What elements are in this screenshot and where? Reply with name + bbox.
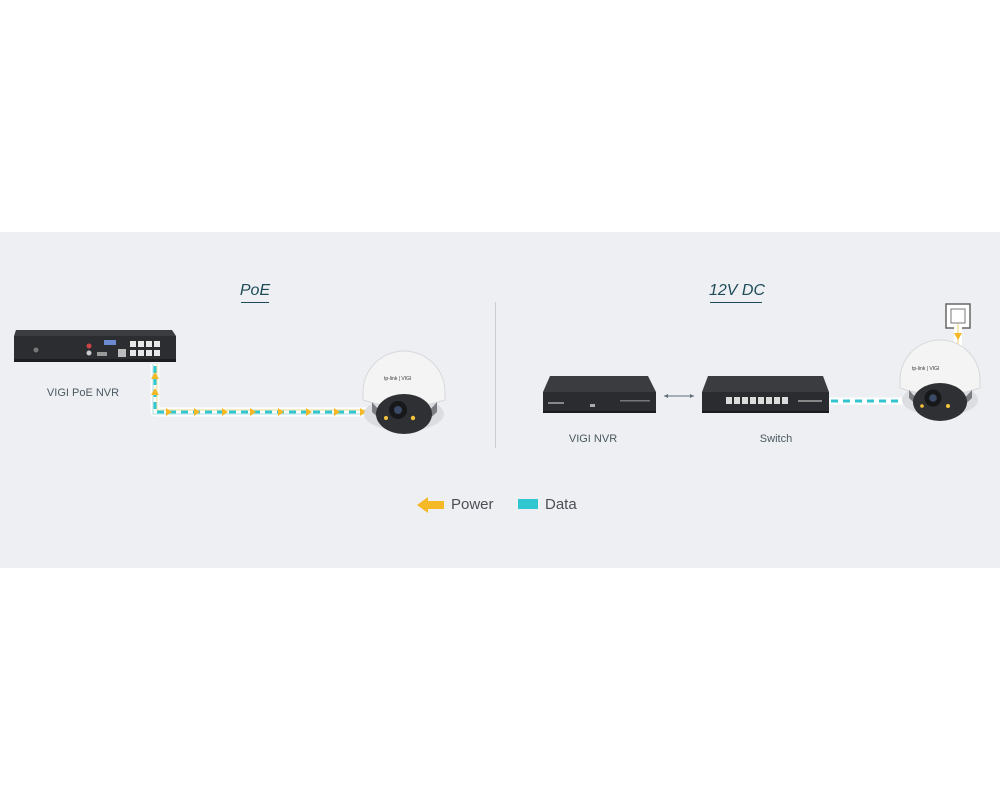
dc-dome-camera: tp-link | VIGI (899, 339, 981, 421)
power-legend-label: Power (451, 496, 494, 513)
svg-text:tp-link | VIGI: tp-link | VIGI (384, 376, 411, 382)
poe-nvr-device (14, 330, 176, 362)
power-legend-icon (417, 497, 444, 513)
diagram-panel: PoE 12V DC (0, 232, 1000, 568)
poe-dome-camera: tp-link | VIGI (362, 350, 446, 434)
data-legend-icon (518, 499, 538, 509)
nvr-switch-link (664, 394, 694, 398)
poe-cable (150, 364, 372, 417)
svg-text:tp-link | VIGI: tp-link | VIGI (912, 366, 939, 372)
dc-title: 12V DC (708, 282, 766, 299)
poe-title-underline (241, 302, 269, 303)
diagram-drawing: tp-link | VIGI (14, 303, 981, 513)
vigi-nvr-label: VIGI NVR (568, 433, 618, 445)
section-divider (495, 302, 496, 448)
switch-device (702, 376, 829, 413)
switch-label: Switch (759, 433, 793, 445)
poe-title: PoE (239, 282, 271, 299)
dc-title-underline (710, 302, 762, 303)
poe-nvr-label: VIGI PoE NVR (46, 387, 120, 399)
vigi-nvr-device (543, 376, 656, 413)
data-legend-label: Data (545, 496, 577, 513)
